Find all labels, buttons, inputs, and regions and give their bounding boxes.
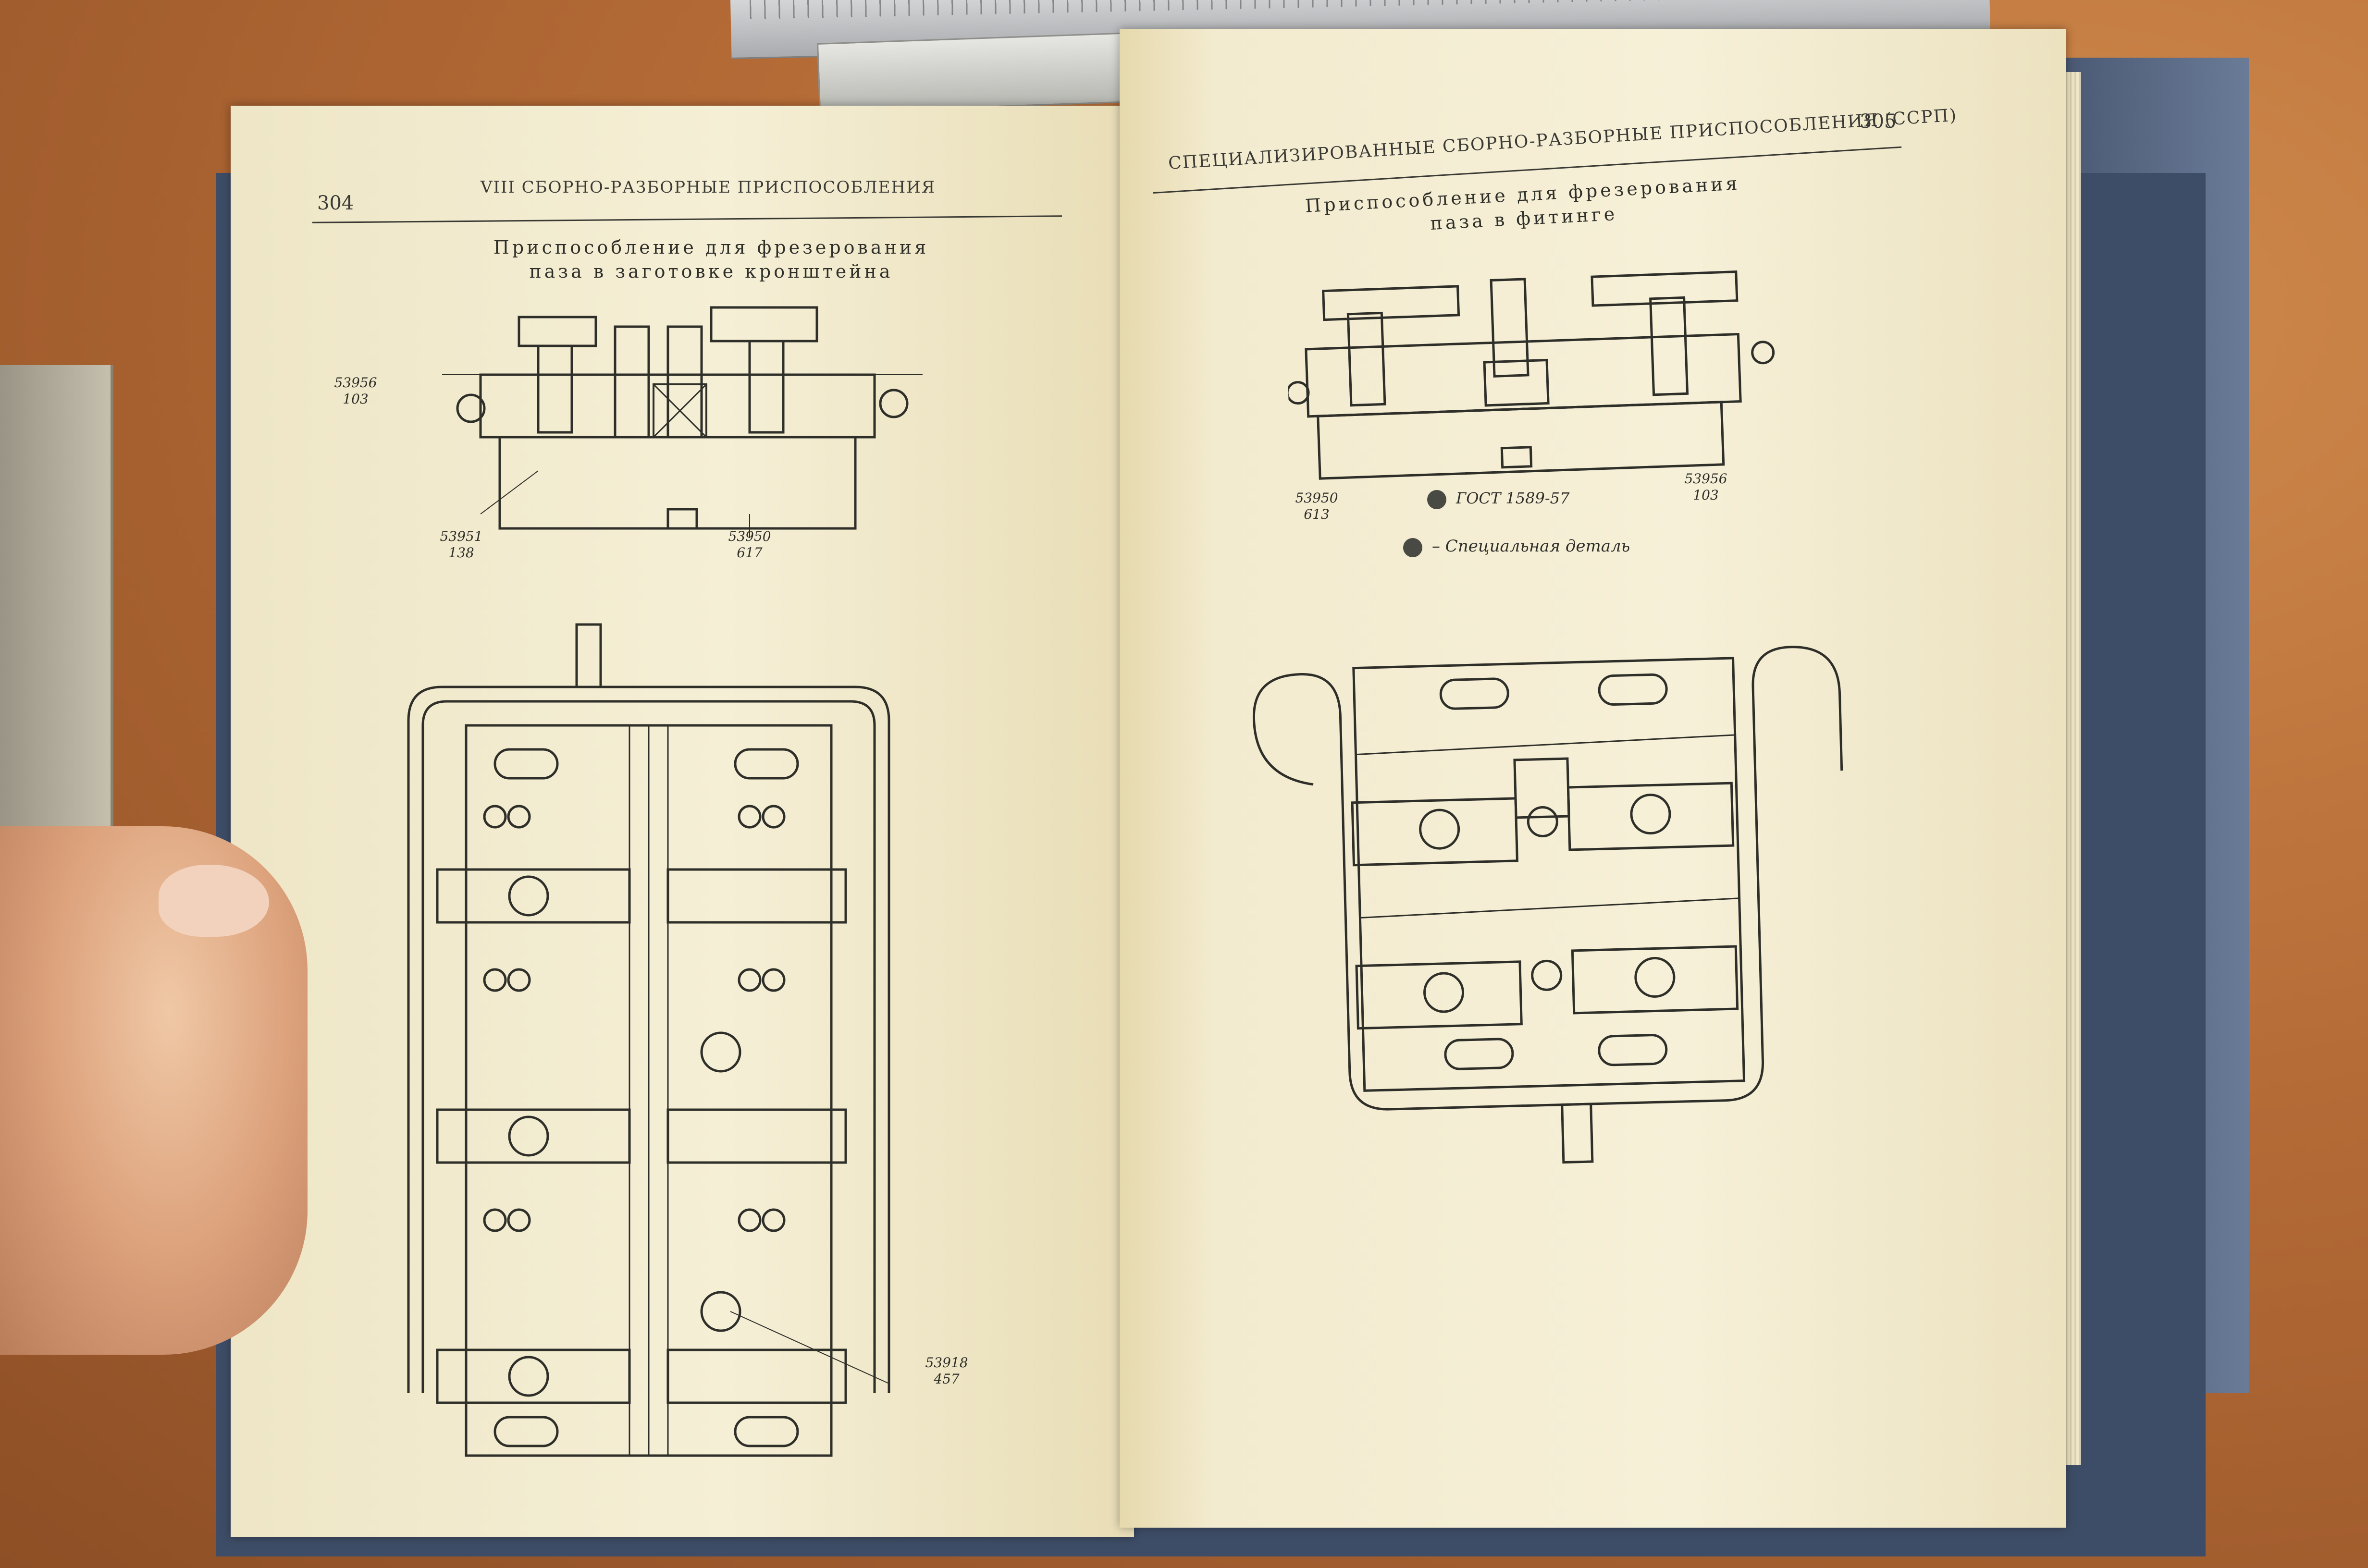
figure-caption: Приспособление для фрезерования паза в з… [375,235,1048,283]
running-head: VIII СБОРНО-РАЗБОРНЫЕ ПРИСПОСОБЛЕНИЯ [481,178,936,197]
left-page: 304 VIII СБОРНО-РАЗБОРНЫЕ ПРИСПОСОБЛЕНИЯ… [231,106,1134,1537]
plan-view-drawing [407,623,890,1457]
gost-label: ГОСТ 1589-57 [1456,489,1570,507]
right-page: СПЕЦИАЛИЗИРОВАННЫЕ СБОРНО-РАЗБОРНЫЕ ПРИС… [1120,29,2066,1528]
caption-line-2: паза в заготовке кронштейна [529,261,893,282]
caption-line-1: Приспособление для фрезерования [493,237,929,258]
page-number: 305 [1860,110,1897,133]
cardboard-sheet [0,365,113,865]
plan-view-drawing [1252,646,1843,1164]
side-view-drawing [1286,270,1775,480]
thumbnail [159,865,269,937]
running-head: СПЕЦИАЛИЗИРОВАННЫЕ СБОРНО-РАЗБОРНЫЕ ПРИС… [1168,105,1958,173]
figure-caption: Приспособление для фрезерования паза в ф… [1234,168,1813,246]
page-number: 304 [317,192,354,214]
legend-dot-icon [1427,490,1446,509]
legend-dot-icon [1403,538,1422,557]
header-rule [312,215,1062,223]
legend-text: – Специальная деталь [1432,537,1630,556]
side-view-drawing [442,306,923,538]
